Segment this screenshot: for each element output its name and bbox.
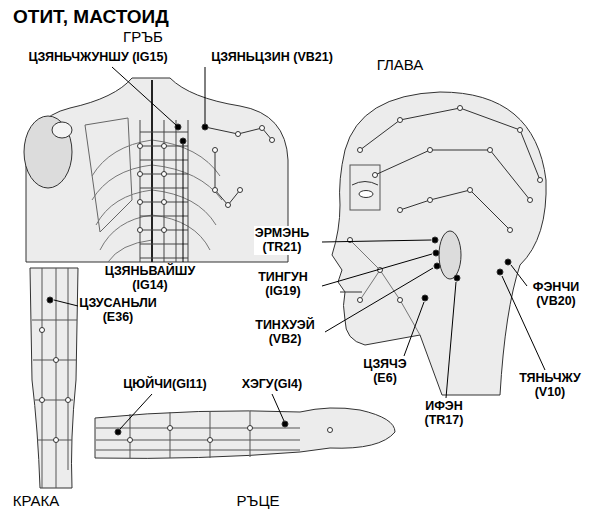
point-label: ЦЗУСАНЬЛИ (E36) [78, 296, 157, 325]
arm-figure [95, 394, 395, 458]
point-label: ФЭНЧИ (VB20) [532, 280, 580, 309]
point-label: ЦЗЯНЬВАЙШУ (IG14) [104, 264, 196, 293]
point-label: ЦЗЯЧЭ (E6) [362, 357, 407, 386]
point-label: ИФЭН (TR17) [424, 399, 465, 428]
point-label: ЦЗЯНЬЧЖУНШУ (IG15) [27, 50, 168, 64]
point-label: ХЭГУ(GI4) [241, 377, 303, 391]
title: ОТИТ, МАСТОИД [12, 6, 170, 28]
section-label: ГРЪБ [122, 28, 164, 45]
point-label: ЦЗЯНЬЦЗИН (VB21) [210, 50, 334, 64]
section-label: КРАКА [12, 492, 61, 509]
head-figure [322, 92, 546, 398]
point-label: ЦЮЙЧИ(GI11) [122, 377, 208, 391]
section-label: ГЛАВА [376, 56, 425, 73]
point-label: ТИНГУН (IG19) [257, 270, 309, 299]
back-figure [24, 67, 288, 262]
point-label: ЭРМЭНЬ (TR21) [254, 226, 310, 255]
point-label: ТЯНЬЧЖУ (V10) [518, 371, 582, 400]
leg-figure [30, 268, 78, 488]
point-label: ТИНХУЭЙ (VB2) [254, 318, 315, 347]
section-label: РЪЦЕ [236, 492, 281, 509]
